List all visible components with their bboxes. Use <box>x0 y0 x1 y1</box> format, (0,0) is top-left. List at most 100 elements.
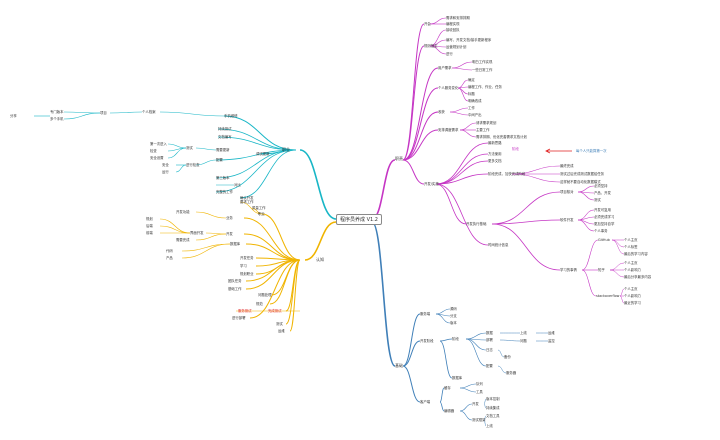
node[interactable]: 运维 <box>548 331 555 335</box>
node[interactable]: 更加坚持自学 <box>594 222 615 226</box>
node[interactable]: 对比 <box>234 183 241 187</box>
node[interactable]: 完整的工作 <box>216 190 233 194</box>
branch-zhize[interactable]: 职责 <box>395 156 403 161</box>
node[interactable]: 主要工作 <box>476 128 490 132</box>
node[interactable]: 运营规划计划 <box>446 45 467 49</box>
node[interactable]: 项目 <box>100 111 107 115</box>
node[interactable]: 时间统计信息 <box>488 243 509 247</box>
node[interactable]: 备份 <box>504 355 511 359</box>
node[interactable]: 工具 <box>476 390 483 394</box>
node[interactable]: 质量工作 <box>252 206 266 210</box>
node[interactable]: 分享 <box>10 114 17 118</box>
node[interactable]: 开发可复用 <box>594 208 611 212</box>
node[interactable]: 代码 <box>166 249 173 253</box>
node[interactable]: 阶段完成，加快完成阶段 <box>488 172 526 176</box>
node[interactable]: 日志 <box>486 348 493 352</box>
node[interactable]: 界面开发 <box>190 231 204 235</box>
node[interactable]: 最终完成 <box>560 164 574 168</box>
node[interactable]: 配置 <box>216 158 223 162</box>
node[interactable]: 文档工具 <box>486 414 500 418</box>
node[interactable]: 问题处理 <box>258 293 272 297</box>
node[interactable]: 需要完成 <box>176 238 190 242</box>
node[interactable]: 个人事务 <box>594 229 608 233</box>
branch-jiangou[interactable]: 基础 <box>395 363 403 368</box>
node[interactable]: 编辑器 <box>444 409 455 413</box>
node[interactable]: 编写、开发文档/接手更新程序 <box>446 38 492 42</box>
node[interactable]: 上线 <box>486 424 493 428</box>
node[interactable]: 个人主页 <box>624 261 638 265</box>
node[interactable]: 手机维修 <box>224 114 238 118</box>
node[interactable]: 编程实现 <box>446 22 460 26</box>
node[interactable]: 测试 <box>276 322 283 326</box>
node[interactable]: 请求需求规划 <box>476 121 497 125</box>
node[interactable]: 知乎 <box>598 268 605 272</box>
node[interactable]: 阶段 <box>512 147 519 151</box>
node[interactable]: 确认开发 <box>240 196 254 200</box>
node[interactable]: 最后的学习内容 <box>624 252 648 256</box>
node[interactable]: 标题 <box>468 92 475 96</box>
node[interactable]: 持续集成 <box>486 406 500 410</box>
node[interactable]: 最新思路 <box>488 141 502 145</box>
branch-renshi[interactable]: 认知 <box>316 257 324 262</box>
node[interactable]: 监控 <box>548 339 555 343</box>
node[interactable]: 中间产出 <box>468 113 482 117</box>
node[interactable]: 队列 <box>476 382 483 386</box>
node[interactable]: 个人标签 <box>624 245 638 249</box>
node[interactable]: 进行检查 <box>186 163 200 167</box>
node[interactable]: 软件开发 <box>560 218 574 222</box>
node[interactable]: 开发阶段 <box>420 339 434 343</box>
node[interactable]: 这样就不要自动化数据模式 <box>560 180 601 184</box>
node[interactable]: 开发 <box>226 232 233 236</box>
node[interactable]: 数据库 <box>230 242 241 246</box>
node[interactable]: 完成测试 <box>268 309 282 313</box>
node[interactable]: 编程工作、作业、任务 <box>468 85 502 89</box>
node[interactable]: 个人服务变化 <box>438 86 459 90</box>
node[interactable]: 测试过后完成测试数据给任务 <box>560 172 605 176</box>
node[interactable]: 测试 <box>594 198 601 202</box>
node[interactable]: 收获 <box>438 110 445 114</box>
node[interactable]: 学习 <box>240 264 247 268</box>
node[interactable]: stackoverflow <box>596 294 620 298</box>
node[interactable]: 工作 <box>468 106 475 110</box>
node[interactable]: 最后分享最多内容 <box>624 275 652 279</box>
branch-zhiye[interactable]: 职业 <box>282 147 290 152</box>
node[interactable]: 分支 <box>450 314 457 318</box>
node[interactable]: 要求工作 <box>240 200 254 204</box>
node[interactable]: 缓存 <box>444 386 451 390</box>
node[interactable]: 最近的学习 <box>624 301 641 305</box>
node[interactable]: 专门版本 <box>50 110 64 114</box>
node[interactable]: 前端 <box>146 231 153 235</box>
node[interactable]: 团队任务 <box>228 279 242 283</box>
node[interactable]: 安全设置 <box>150 156 164 160</box>
node[interactable]: 服务端 <box>420 312 431 316</box>
node[interactable]: 开发任务 <box>240 256 254 260</box>
node[interactable]: 明确改成 <box>468 99 482 103</box>
node[interactable]: 规划职业 <box>240 272 254 276</box>
node[interactable]: 产品 <box>166 256 173 260</box>
node[interactable]: 需求和安排排期 <box>446 16 470 20</box>
node[interactable]: 个人档案 <box>142 110 156 114</box>
node[interactable]: 开发 <box>472 402 479 406</box>
node[interactable]: 测试框架 <box>472 418 486 422</box>
node[interactable]: 用户需求 <box>438 66 452 70</box>
node[interactable]: 安全 <box>162 163 169 167</box>
node[interactable]: 进行部署 <box>232 316 246 320</box>
node[interactable]: 第三版本 <box>216 176 230 180</box>
node[interactable]: 文档编写 <box>218 135 232 139</box>
node[interactable]: 职业 <box>258 212 265 216</box>
node[interactable]: 检查 <box>150 149 157 153</box>
node[interactable]: 第一次进入 <box>150 142 167 146</box>
node[interactable]: 个人影响力 <box>624 268 641 272</box>
node[interactable]: 产品、开发 <box>594 191 611 195</box>
node[interactable]: 测试 <box>186 146 193 150</box>
node[interactable]: 开发功能 <box>176 210 190 214</box>
node[interactable]: 明白工作实现 <box>472 60 493 64</box>
node[interactable]: 多个手机 <box>50 117 64 121</box>
node[interactable]: 个人主页 <box>624 287 638 291</box>
node[interactable]: 个人影响力 <box>624 294 641 298</box>
node[interactable]: 安排调度需求 <box>438 128 459 132</box>
node[interactable]: 接收回执 <box>446 28 460 32</box>
node[interactable]: 需求排期、优化完善需求文档计划 <box>476 135 527 139</box>
node[interactable]: 开发/实施 <box>424 182 439 186</box>
node[interactable]: 客户端 <box>420 400 431 404</box>
